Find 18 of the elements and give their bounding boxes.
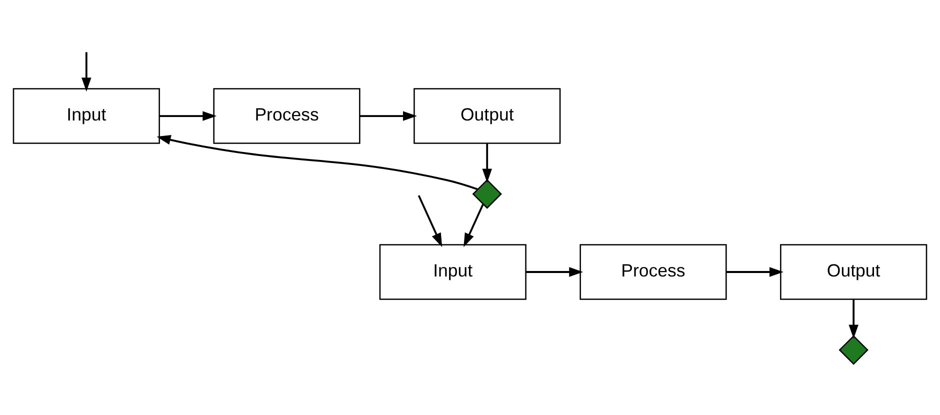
- node-diamond: [472, 179, 502, 209]
- node-box: Input: [379, 244, 526, 300]
- arrow: [160, 111, 217, 121]
- node-box: Process: [580, 244, 727, 300]
- node-box: Process: [213, 88, 360, 144]
- arrow: [360, 111, 417, 121]
- arrow: [156, 135, 478, 190]
- arrow: [848, 300, 858, 339]
- arrow: [482, 144, 492, 183]
- arrow: [526, 267, 584, 277]
- node-box: Output: [780, 244, 928, 300]
- node-box: Input: [12, 88, 160, 144]
- arrow: [418, 195, 442, 248]
- node-box: Output: [414, 88, 561, 144]
- arrow: [726, 267, 784, 277]
- arrow: [464, 204, 484, 248]
- arrow: [82, 52, 92, 92]
- node-diamond: [838, 335, 868, 365]
